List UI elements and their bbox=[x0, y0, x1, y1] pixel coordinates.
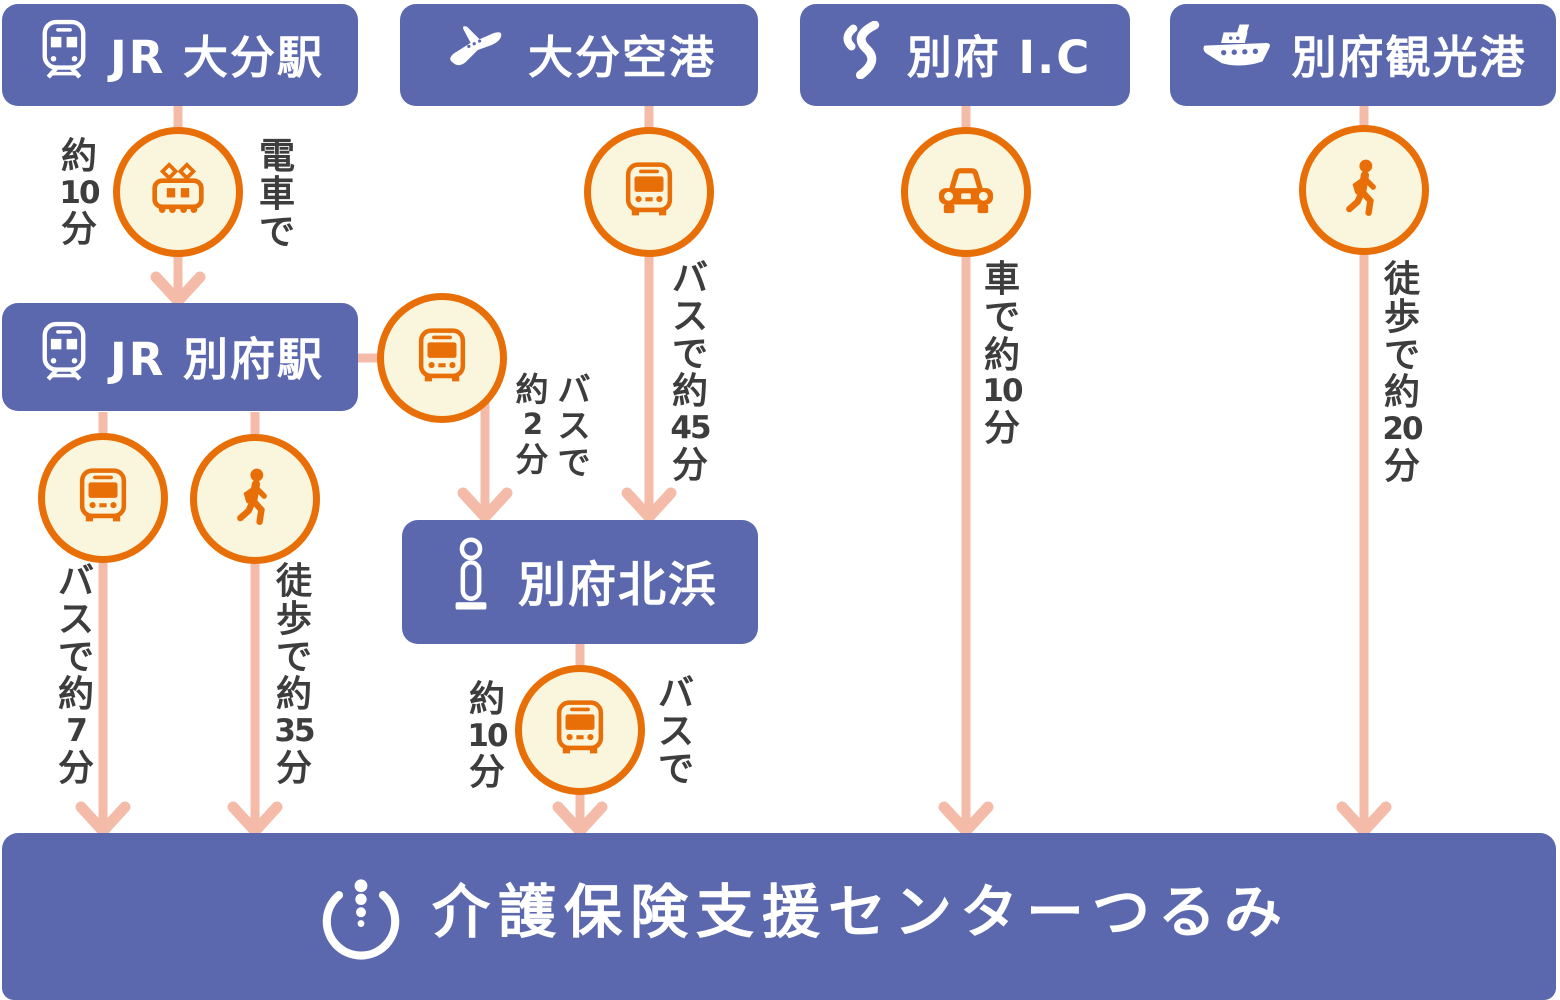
car-icon bbox=[935, 163, 997, 221]
node-label: 大分空港 bbox=[527, 30, 716, 84]
edge-label-kitahama-bus-mode: バスで bbox=[657, 673, 694, 790]
plane-icon bbox=[442, 22, 510, 89]
bus-stop-icon bbox=[442, 536, 500, 628]
transport-bus-circle bbox=[515, 665, 645, 795]
node-label: 別府北浜 bbox=[517, 557, 718, 613]
bus-icon bbox=[74, 465, 132, 531]
edge-label-jrbeppu-bus-mode: バスで bbox=[557, 370, 591, 482]
node-label: 別府 I.C bbox=[906, 30, 1092, 84]
road-icon bbox=[839, 20, 889, 90]
node-jr-beppu-station: JR 別府駅 bbox=[2, 303, 358, 411]
ship-icon bbox=[1199, 22, 1273, 89]
walk-icon bbox=[233, 467, 277, 531]
bus-icon bbox=[413, 325, 471, 391]
edge-label-train-mode: 電車で bbox=[258, 136, 295, 253]
transport-walk-circle bbox=[1299, 125, 1429, 255]
node-beppu-tourist-port: 別府観光港 bbox=[1170, 4, 1556, 106]
tram-icon bbox=[148, 162, 208, 222]
transport-bus-circle bbox=[377, 293, 507, 423]
transport-tram-circle bbox=[113, 127, 243, 257]
node-oita-airport: 大分空港 bbox=[400, 4, 758, 106]
node-label: JR 大分駅 bbox=[109, 30, 325, 84]
center-logo-icon bbox=[316, 867, 406, 967]
node-beppu-kitahama-stop: 別府北浜 bbox=[402, 520, 758, 644]
train-icon bbox=[36, 321, 92, 394]
transport-car-circle bbox=[901, 127, 1031, 257]
transport-bus-circle bbox=[38, 433, 168, 563]
destination-label: 介護保険支援センターつるみ bbox=[432, 877, 1291, 946]
node-beppu-interchange: 別府 I.C bbox=[800, 4, 1130, 106]
transport-walk-circle bbox=[190, 434, 320, 564]
train-icon bbox=[36, 19, 92, 92]
bus-icon bbox=[620, 159, 678, 225]
node-label: JR 別府駅 bbox=[109, 332, 325, 386]
node-label: 別府観光港 bbox=[1291, 30, 1527, 84]
node-jr-oita-station: JR 大分駅 bbox=[2, 4, 358, 106]
destination-bar: 介護保険支援センターつるみ bbox=[2, 833, 1556, 1000]
bus-icon bbox=[551, 697, 609, 763]
walk-icon bbox=[1342, 158, 1386, 222]
transport-bus-circle bbox=[584, 127, 714, 257]
